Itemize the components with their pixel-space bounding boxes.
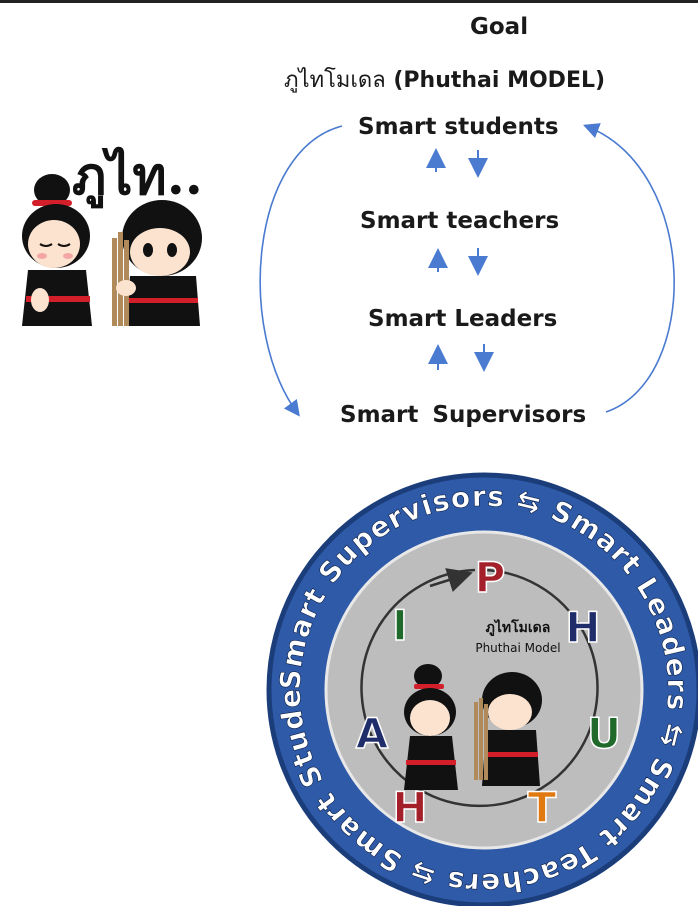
- logo-cartoon: [404, 664, 542, 790]
- level-smart-teachers: Smart teachers: [360, 208, 560, 234]
- level-smart-leaders: Smart Leaders: [368, 306, 558, 332]
- logo-letter-h2: H: [392, 783, 427, 832]
- model-title: ภูไทโมเดล (Phuthai MODEL): [284, 62, 605, 97]
- goal-label: Goal: [470, 14, 529, 40]
- logo-letter-h1: H: [565, 603, 600, 652]
- boy-figure: [112, 200, 202, 326]
- model-title-en: (Phuthai MODEL): [393, 68, 606, 93]
- logo-letter-u: U: [587, 709, 621, 758]
- logo-letter-i: I: [392, 601, 408, 650]
- logo-center-en: Phuthai Model: [475, 641, 560, 655]
- level-smart-supervisors: Smart Supervisors: [340, 402, 587, 428]
- logo-letter-p: P: [475, 553, 506, 602]
- model-title-thai: ภูไทโมเดล: [284, 68, 386, 93]
- top-border-line: [0, 0, 698, 3]
- logo-letter-t: T: [528, 783, 557, 832]
- left-loop-arrow: [259, 125, 343, 417]
- logo-letter-a: A: [356, 709, 389, 758]
- right-loop-arrow: [583, 123, 675, 413]
- logo-cycle-arrow: [360, 568, 599, 808]
- level-smart-students: Smart students: [358, 114, 559, 140]
- cartoon-caption: ภูไท..: [72, 146, 203, 207]
- girl-figure: [22, 174, 92, 326]
- logo-center-thai: ภูไทโมเดล: [486, 618, 551, 636]
